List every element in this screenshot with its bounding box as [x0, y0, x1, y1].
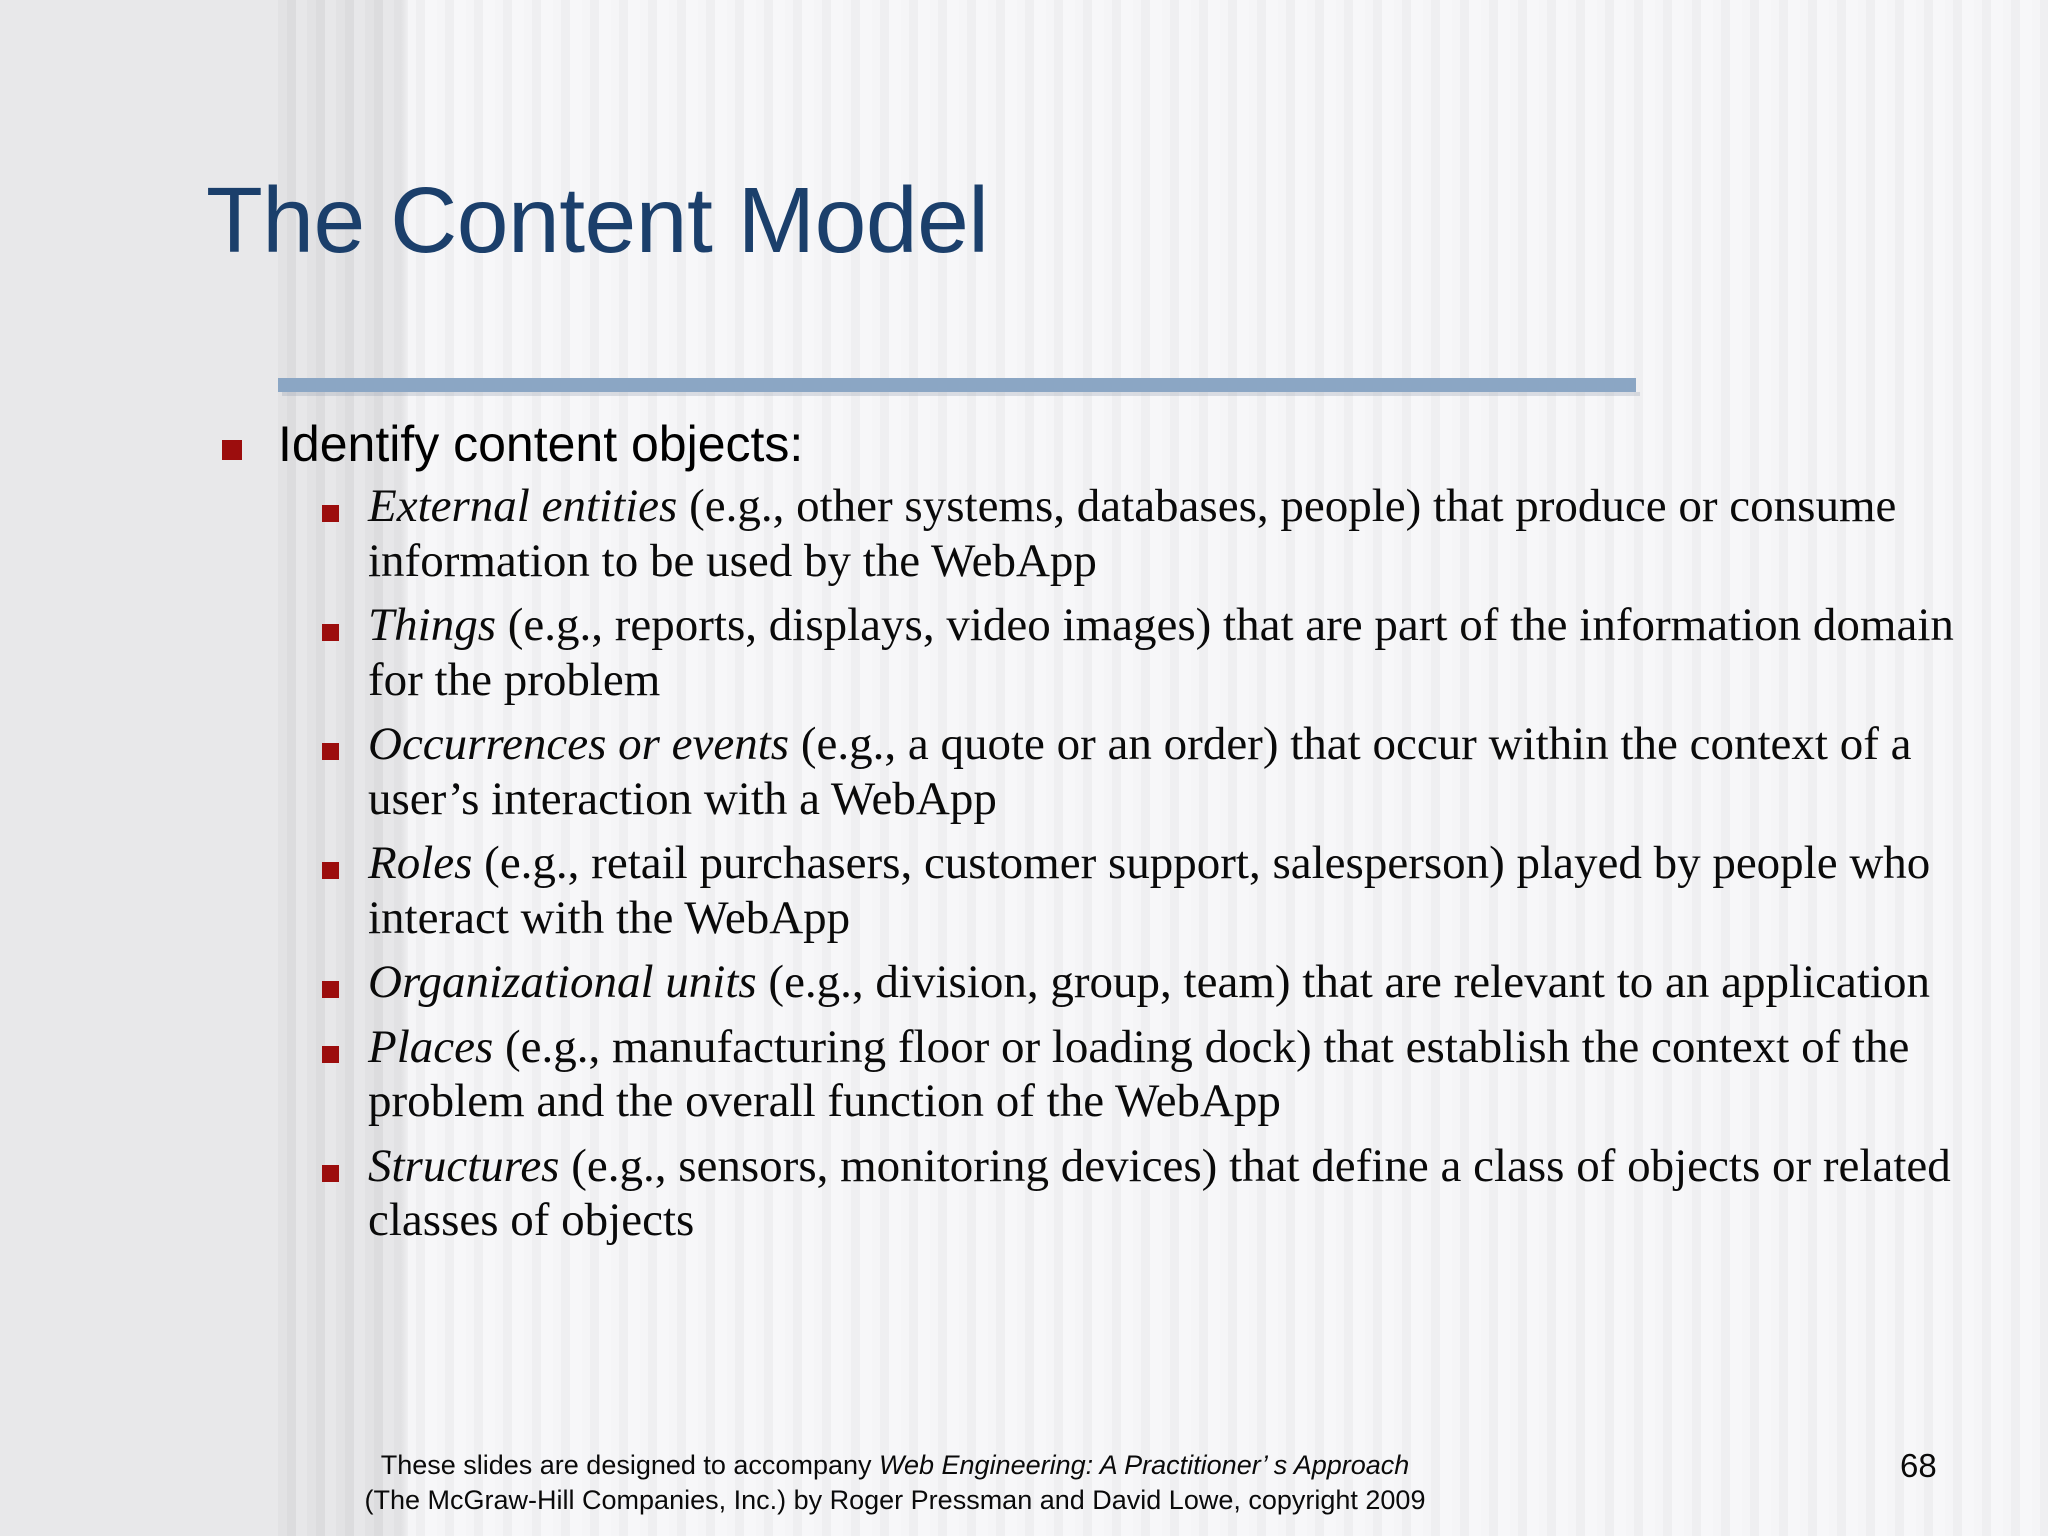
list-item: Places (e.g., manufacturing floor or loa… [0, 1020, 2048, 1129]
title-divider-bar [278, 378, 1636, 392]
bullet-level2-text: External entities (e.g., other systems, … [368, 479, 2004, 588]
bullet-level2-text: Roles (e.g., retail purchasers, customer… [368, 836, 2004, 945]
square-bullet-icon [322, 1164, 339, 1182]
bullet-term: Places [368, 1020, 494, 1073]
square-bullet-icon [322, 981, 339, 999]
bullet-description: (e.g., sensors, monitoring devices) that… [368, 1139, 1951, 1247]
square-bullet-icon [322, 743, 339, 761]
bullet-term: Roles [368, 837, 473, 890]
bullet-description: (e.g., retail purchasers, customer suppo… [368, 837, 1931, 944]
title-divider-shadow [282, 392, 1640, 396]
bullet-level2-text: Things (e.g., reports, displays, video i… [368, 598, 2004, 707]
footer-line-1: These slides are designed to accompany W… [0, 1448, 1790, 1483]
footer-line-2: (The McGraw-Hill Companies, Inc.) by Rog… [364, 1485, 1426, 1516]
slide-body: Identify content objects: External entit… [0, 415, 2048, 1258]
bullet-level1-label: Identify content objects: [278, 416, 804, 472]
bullet-level1: Identify content objects: [0, 415, 2048, 473]
square-bullet-icon [222, 440, 242, 460]
footer-prefix: These slides are designed to accompany [380, 1450, 879, 1480]
square-bullet-icon [322, 862, 339, 880]
bullet-description: (e.g., division, group, team) that are r… [756, 956, 1930, 1009]
bullet-term: Organizational units [368, 956, 757, 1009]
page-number: 68 [1900, 1447, 1937, 1484]
square-bullet-icon [322, 1045, 339, 1063]
square-bullet-icon [322, 505, 339, 522]
bullet-level2-list: External entities (e.g., other systems, … [0, 479, 2048, 1248]
background-flat-panel [0, 0, 278, 1536]
bullet-term: External entities [368, 480, 678, 532]
background-stripes-dark [278, 0, 408, 1536]
background-stripes-light [408, 0, 2048, 1536]
bullet-level2-text: Occurrences or events (e.g., a quote or … [368, 717, 2004, 826]
list-item: Structures (e.g., sensors, monitoring de… [0, 1139, 2048, 1248]
bullet-term: Things [368, 599, 496, 652]
footer-book-title: Web Engineering: A Practitioner’ s Appro… [879, 1450, 1410, 1480]
bullet-description: (e.g., manufacturing floor or loading do… [368, 1020, 1910, 1128]
bullet-term: Occurrences or events [368, 718, 790, 771]
bullet-description: (e.g., other systems, databases, people)… [368, 480, 1897, 587]
bullet-level2-text: Structures (e.g., sensors, monitoring de… [368, 1139, 2004, 1248]
list-item: Occurrences or events (e.g., a quote or … [0, 717, 2048, 826]
bullet-description: (e.g., reports, displays, video images) … [368, 599, 1954, 706]
list-item: Things (e.g., reports, displays, video i… [0, 598, 2048, 707]
footer-credit: These slides are designed to accompany W… [0, 1448, 1790, 1518]
page-title: The Content Model [206, 168, 989, 272]
list-item: External entities (e.g., other systems, … [0, 479, 2048, 588]
bullet-level2-text: Places (e.g., manufacturing floor or loa… [368, 1020, 2004, 1129]
bullet-term: Structures [368, 1139, 560, 1192]
bullet-level2-text: Organizational units (e.g., division, gr… [368, 955, 2004, 1010]
list-item: Roles (e.g., retail purchasers, customer… [0, 836, 2048, 945]
bullet-description: (e.g., a quote or an order) that occur w… [368, 718, 1912, 825]
list-item: Organizational units (e.g., division, gr… [0, 955, 2048, 1010]
square-bullet-icon [322, 624, 339, 642]
